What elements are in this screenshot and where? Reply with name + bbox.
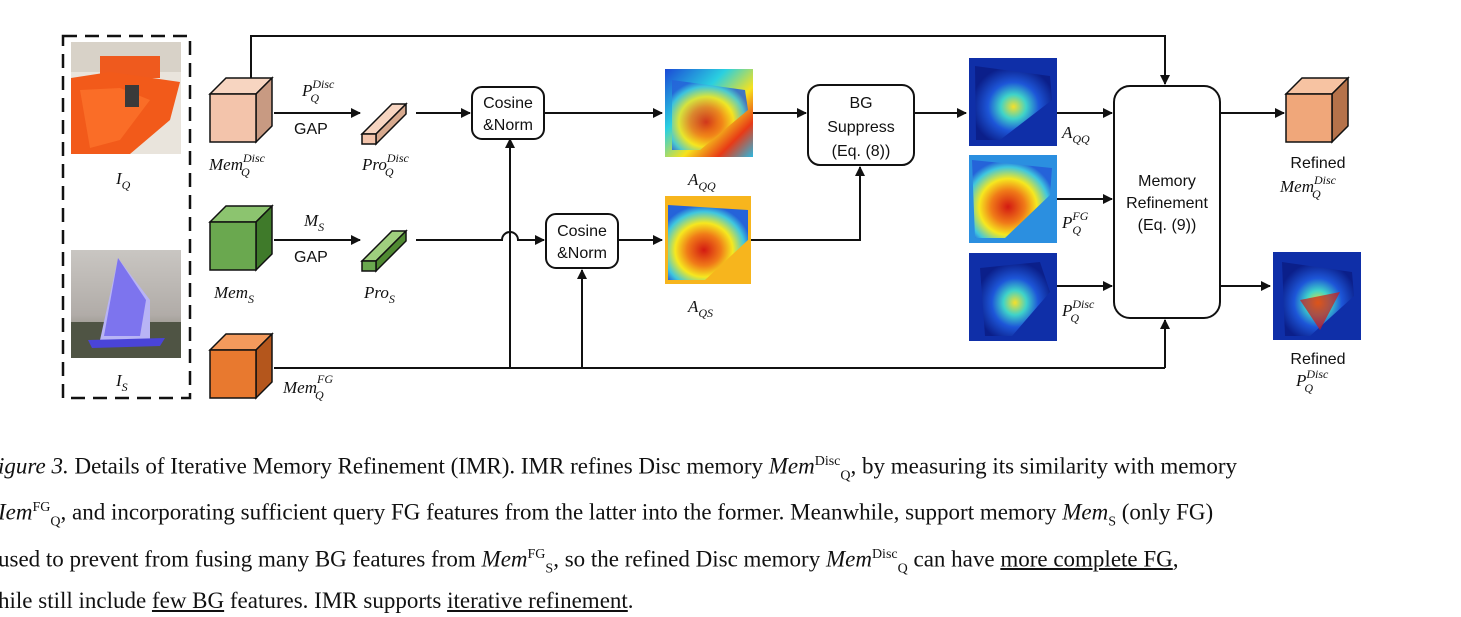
heatmap-p-q-fg: [969, 155, 1057, 243]
cube-refined-mem: [1284, 76, 1350, 144]
query-image: [71, 42, 181, 154]
svg-text:&Norm: &Norm: [483, 117, 533, 134]
svg-text:Cosine: Cosine: [483, 95, 533, 112]
input-frame: [61, 34, 192, 400]
svg-text:Cosine: Cosine: [557, 223, 607, 240]
svg-text:(Eq. (8)): (Eq. (8)): [832, 143, 891, 160]
svg-text:Refinement: Refinement: [1126, 195, 1208, 212]
heatmap-refined-p: [1273, 252, 1361, 340]
svg-text:BG: BG: [849, 95, 872, 112]
caption-line-4: hile still include few BG features. IMR …: [0, 587, 634, 613]
refined-p-title: Refined: [1290, 351, 1345, 368]
heatmap-a-qq: [665, 69, 753, 157]
svg-text:Memory: Memory: [1138, 173, 1196, 190]
svg-text:Suppress: Suppress: [827, 119, 895, 136]
a-qq-right-label: AQQ: [1061, 123, 1090, 146]
edge-aqs-to-bg: [751, 166, 865, 241]
a-qs-label: AQS: [687, 297, 713, 320]
proto-q-disc: [360, 102, 408, 146]
heatmap-a-qq-right: [969, 58, 1057, 146]
gap-label-1: GAP: [294, 121, 328, 138]
bypass-edge: [250, 35, 1170, 85]
cube-mem-s: [208, 204, 274, 272]
memory-refinement-block: Memory Refinement (Eq. (9)): [1113, 85, 1221, 319]
pro-s-label: ProS: [363, 283, 395, 306]
query-image-label: IQ: [115, 169, 131, 192]
cosine-norm-top: Cosine &Norm: [471, 86, 545, 140]
bg-suppress-block: BG Suppress (Eq. (8)): [807, 84, 915, 166]
gap-label-2: GAP: [294, 249, 328, 266]
figure-caption: igure 3. Details of Iterative Memory Ref…: [0, 446, 1461, 617]
caption-line-3: used to prevent from fusing many BG feat…: [0, 546, 1179, 576]
support-image-label: IS: [115, 371, 128, 394]
refined-mem-title: Refined: [1290, 155, 1345, 172]
svg-text:&Norm: &Norm: [557, 245, 607, 262]
caption-line-1: igure 3. Details of Iterative Memory Ref…: [0, 453, 1238, 484]
caption-line-2: IemFGQ, and incorporating sufficient que…: [0, 499, 1214, 530]
heatmap-p-q-disc: [969, 253, 1057, 341]
a-qq-label: AQQ: [687, 170, 716, 193]
mem-s-label: MemS: [213, 283, 254, 306]
m-s-label: MS: [303, 211, 324, 234]
svg-text:(Eq. (9)): (Eq. (9)): [1138, 217, 1197, 234]
edge-pro-s-to-cosine: [416, 231, 545, 245]
heatmap-a-qs: [665, 196, 751, 284]
support-image: [71, 250, 181, 358]
cube-mem-q-fg: [208, 332, 274, 400]
cosine-norm-bottom: Cosine &Norm: [545, 213, 619, 269]
proto-s: [360, 229, 408, 273]
cube-mem-q-disc: [208, 76, 274, 144]
